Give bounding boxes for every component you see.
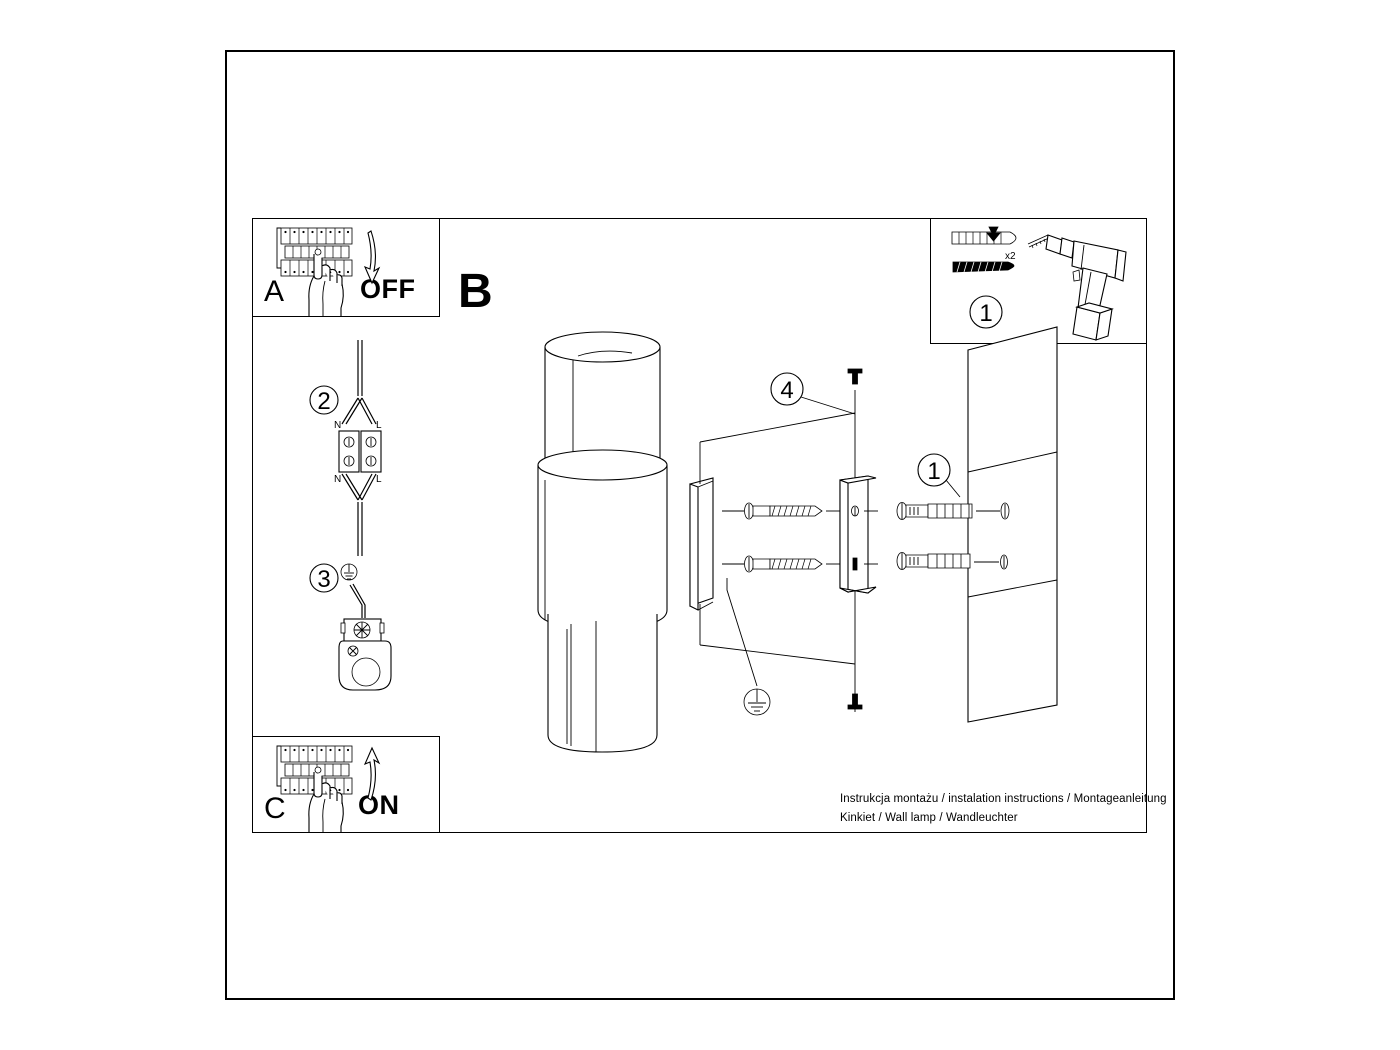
panel-a-action-label: OFF <box>360 274 416 304</box>
quantity-label: x2 <box>1005 251 1016 262</box>
panel-a-letter: A <box>264 275 285 308</box>
panel-c-box <box>252 736 440 833</box>
caption-line-2: Kinkiet / Wall lamp / Wandleuchter <box>840 811 1018 824</box>
panel-b-letter: B <box>458 265 493 318</box>
page-outer-frame <box>225 50 1175 1000</box>
caption-block: Instrukcja montażu / instalation instruc… <box>840 790 1167 828</box>
panel-c-letter: C <box>264 792 286 825</box>
panel-a-box <box>252 218 440 317</box>
panel-tools-box <box>930 218 1147 344</box>
panel-c-action-label: ON <box>358 790 400 820</box>
content-box <box>252 218 1147 833</box>
caption-line-1: Instrukcja montażu / instalation instruc… <box>840 793 1167 805</box>
